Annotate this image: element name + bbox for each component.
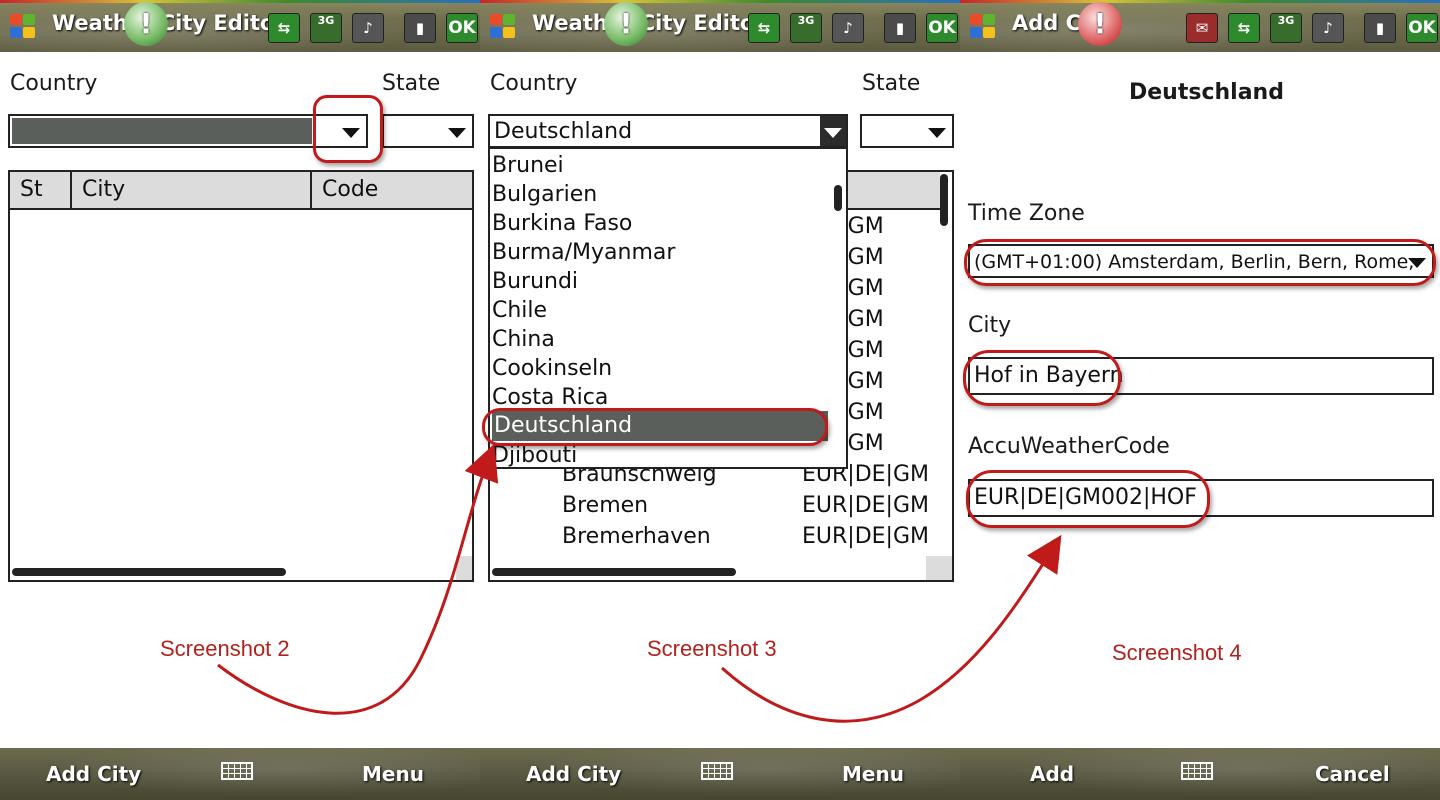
ok-button[interactable]: OK xyxy=(926,13,958,43)
chevron-down-icon xyxy=(824,128,842,138)
softkey-bar: Add Cancel xyxy=(960,748,1440,800)
ok-button[interactable]: OK xyxy=(1406,13,1438,43)
softkey-bar: Add City Menu xyxy=(0,748,480,800)
usb-icon: ⇆ xyxy=(1228,13,1260,43)
windows-logo-icon[interactable] xyxy=(968,12,998,40)
caption: Screenshot 3 xyxy=(647,636,777,661)
status-bar: Weather City Editor ! ⇆ 3G ♪ ▮ OK xyxy=(480,0,960,52)
code-cell[interactable]: EUR|DE|GM xyxy=(802,524,929,549)
state-label: State xyxy=(382,71,441,96)
mail-icon[interactable]: ✉ xyxy=(1186,13,1218,43)
battery-icon[interactable]: ▮ xyxy=(404,13,436,43)
status-bar: Add City ! ✉ ⇆ 3G ♪ ▮ OK xyxy=(960,0,1440,52)
country-option-selected[interactable]: Deutschland xyxy=(492,411,828,441)
chevron-down-icon[interactable] xyxy=(342,128,360,138)
app-title: Weather City Editor xyxy=(532,11,765,35)
column-header-st[interactable]: St xyxy=(10,172,72,208)
city-input[interactable]: Hof in Bayern xyxy=(968,357,1434,395)
vertical-scrollbar[interactable] xyxy=(940,174,948,226)
add-city-softkey[interactable]: Add City xyxy=(526,762,622,786)
city-input-value: Hof in Bayern xyxy=(974,363,1124,388)
notification-icon[interactable]: ! xyxy=(604,2,648,46)
keyboard-icon[interactable] xyxy=(1181,762,1213,780)
softkey-bar: Add City Menu xyxy=(480,748,960,800)
chevron-down-icon[interactable] xyxy=(928,128,946,138)
timezone-value: (GMT+01:00) Amsterdam, Berlin, Bern, Rom… xyxy=(974,251,1415,273)
country-option[interactable]: Djibouti xyxy=(492,443,578,468)
timezone-combo[interactable]: (GMT+01:00) Amsterdam, Berlin, Bern, Rom… xyxy=(968,244,1434,278)
sound-icon[interactable]: ♪ xyxy=(1312,13,1344,43)
scroll-corner xyxy=(926,556,952,580)
add-softkey[interactable]: Add xyxy=(1030,762,1075,786)
city-cell[interactable]: Bremen xyxy=(562,493,649,518)
battery-icon[interactable]: ▮ xyxy=(1364,13,1396,43)
state-label: State xyxy=(862,71,921,96)
chevron-down-icon[interactable] xyxy=(448,128,466,138)
country-label: Country xyxy=(10,71,98,96)
state-combo[interactable] xyxy=(860,114,954,148)
column-header-city[interactable]: City xyxy=(72,172,312,208)
country-dropdown-list[interactable]: Brunei Bulgarien Burkina Faso Burma/Myan… xyxy=(488,147,848,469)
screenshot-4-panel: Add City ! ✉ ⇆ 3G ♪ ▮ OK Deutschland Tim… xyxy=(960,0,1440,800)
state-combo[interactable] xyxy=(382,114,474,148)
country-option[interactable]: Bulgarien xyxy=(492,182,598,207)
cancel-softkey[interactable]: Cancel xyxy=(1315,762,1390,786)
chevron-down-icon[interactable] xyxy=(1408,258,1426,268)
usb-icon: ⇆ xyxy=(748,13,780,43)
screenshot-2-panel: Weather City Editor ! ⇆ 3G ♪ ▮ OK Countr… xyxy=(0,0,480,800)
timezone-label: Time Zone xyxy=(968,201,1085,226)
ok-button[interactable]: OK xyxy=(446,13,478,43)
horizontal-scrollbar[interactable] xyxy=(492,568,736,576)
menu-softkey[interactable]: Menu xyxy=(842,762,904,786)
combo-highlight xyxy=(12,118,312,144)
caption: Screenshot 4 xyxy=(1112,640,1242,665)
dropdown-scrollbar[interactable] xyxy=(834,185,842,211)
battery-icon[interactable]: ▮ xyxy=(884,13,916,43)
notification-icon[interactable]: ! xyxy=(1078,2,1122,46)
country-option[interactable]: Burundi xyxy=(492,269,579,294)
city-label: City xyxy=(968,313,1012,338)
horizontal-scrollbar[interactable] xyxy=(12,568,286,576)
sound-icon[interactable]: ♪ xyxy=(832,13,864,43)
usb-icon: ⇆ xyxy=(268,13,300,43)
signal-icon[interactable]: 3G xyxy=(310,13,342,43)
country-option[interactable]: Burma/Myanmar xyxy=(492,240,676,265)
windows-logo-icon[interactable] xyxy=(8,12,38,40)
caption: Screenshot 2 xyxy=(160,636,290,661)
signal-icon[interactable]: 3G xyxy=(1270,13,1302,43)
code-cell[interactable]: EUR|DE|GM xyxy=(802,493,929,518)
country-combo[interactable]: Deutschland xyxy=(488,114,848,148)
accuweather-code-label: AccuWeatherCode xyxy=(968,434,1170,459)
menu-softkey[interactable]: Menu xyxy=(362,762,424,786)
country-combo[interactable] xyxy=(8,114,368,148)
country-option[interactable]: Burkina Faso xyxy=(492,211,633,236)
screenshot-3-panel: Weather City Editor ! ⇆ 3G ♪ ▮ OK Countr… xyxy=(480,0,960,800)
notification-icon[interactable]: ! xyxy=(124,2,168,46)
city-grid[interactable]: St City Code xyxy=(8,170,474,582)
country-option[interactable]: Cookinseln xyxy=(492,356,613,381)
accuweather-code-value: EUR|DE|GM002|HOF xyxy=(974,485,1197,510)
accuweather-code-input[interactable]: EUR|DE|GM002|HOF xyxy=(968,479,1434,517)
keyboard-icon[interactable] xyxy=(701,762,733,780)
add-city-softkey[interactable]: Add City xyxy=(46,762,142,786)
country-heading: Deutschland xyxy=(1129,80,1284,105)
country-option[interactable]: Chile xyxy=(492,298,548,323)
scroll-corner xyxy=(456,556,472,580)
country-combo-value: Deutschland xyxy=(494,119,633,144)
grid-header: St City Code xyxy=(10,172,472,210)
city-cell[interactable]: Bremerhaven xyxy=(562,524,711,549)
column-header-code[interactable]: Code xyxy=(322,177,379,202)
country-option[interactable]: Brunei xyxy=(492,153,564,178)
windows-logo-icon[interactable] xyxy=(488,12,518,40)
app-title: Weather City Editor xyxy=(52,11,285,35)
country-label: Country xyxy=(490,71,578,96)
country-option[interactable]: China xyxy=(492,327,555,352)
country-option[interactable]: Costa Rica xyxy=(492,385,609,410)
combo-arrow-button[interactable] xyxy=(820,116,846,146)
signal-icon[interactable]: 3G xyxy=(790,13,822,43)
keyboard-icon[interactable] xyxy=(221,762,253,780)
sound-icon[interactable]: ♪ xyxy=(352,13,384,43)
status-bar: Weather City Editor ! ⇆ 3G ♪ ▮ OK xyxy=(0,0,480,52)
